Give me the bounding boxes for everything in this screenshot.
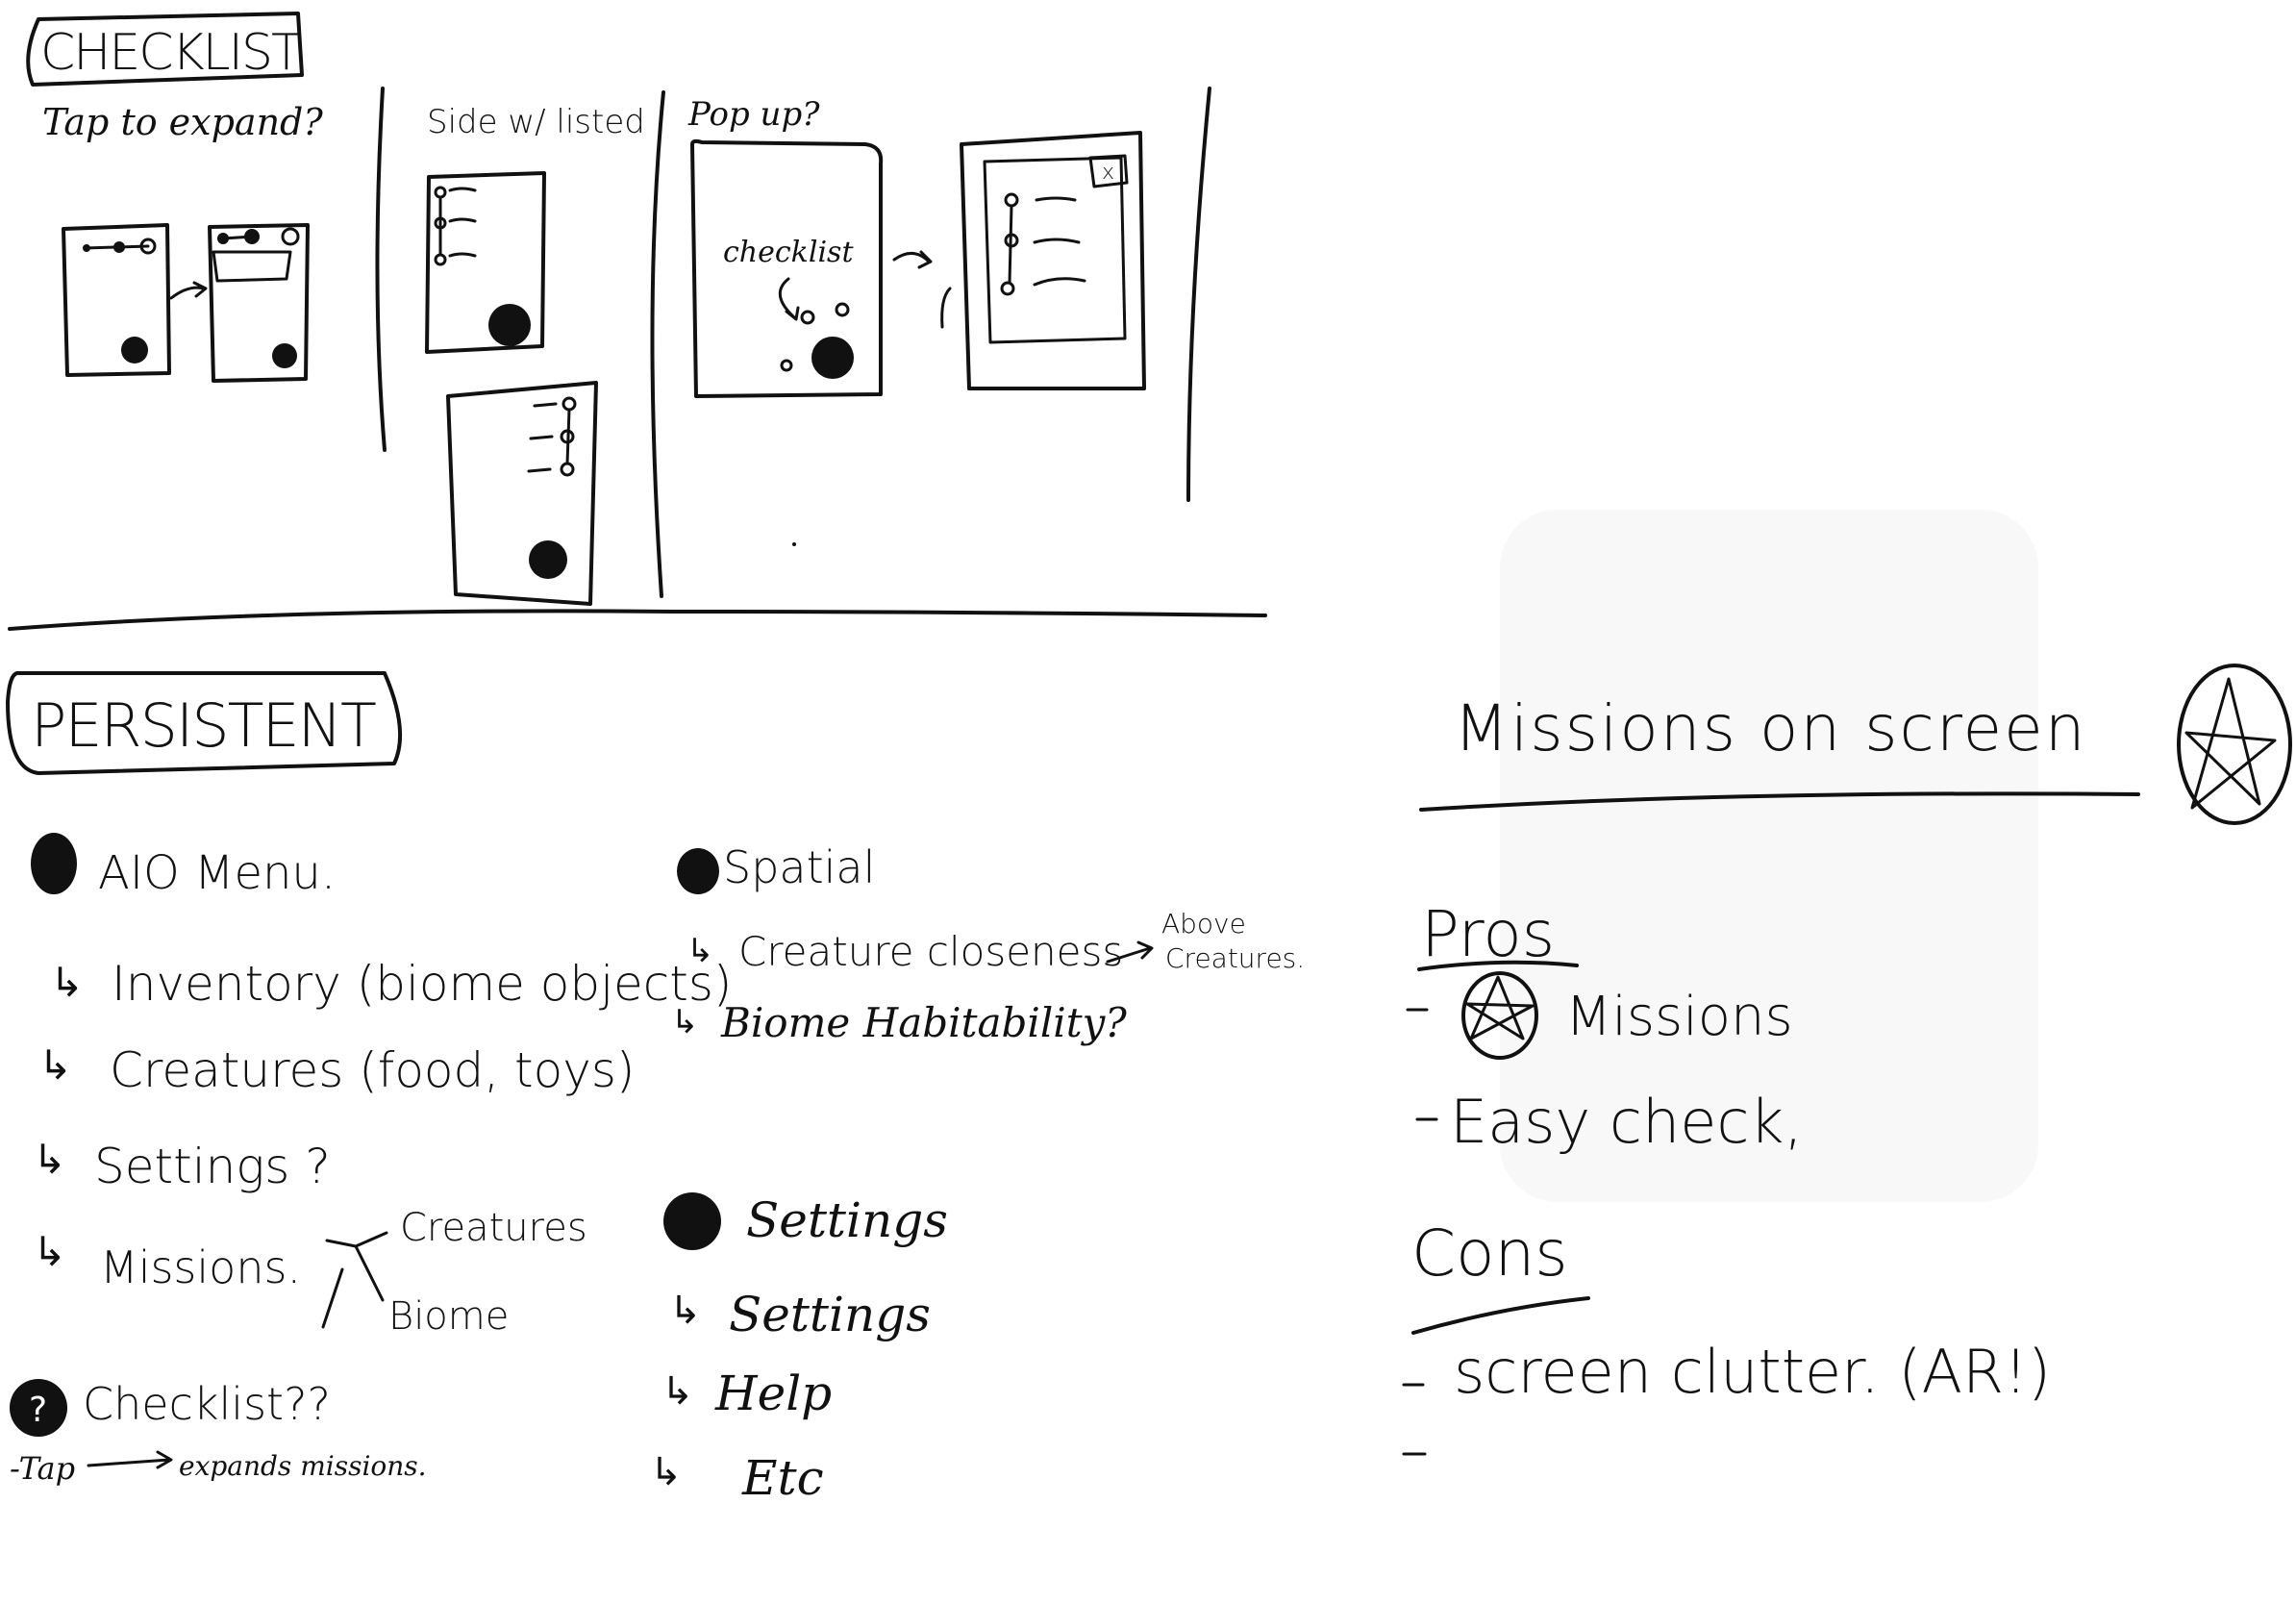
question-mark: ? <box>29 1391 47 1430</box>
tap-note-rest: expands missions. <box>179 1450 427 1482</box>
pros-item-missions: Missions <box>1565 986 1793 1048</box>
arrow-glyph: ↳ <box>686 932 714 970</box>
arrow-glyph: ↳ <box>669 1289 702 1333</box>
pros-label: Pros <box>1421 897 1555 971</box>
missions-branch-biome: Biome <box>388 1294 509 1339</box>
phone-sketch-side-list-right <box>448 383 596 604</box>
checklist-small-label: checklist <box>723 236 854 269</box>
arrow-glyph: ↳ <box>671 1003 699 1041</box>
tap-arrow <box>88 1452 171 1467</box>
above-creatures-line2: Creatures. <box>1165 942 1305 974</box>
phone-sketch-collapsed <box>63 225 169 375</box>
arrow-glyph: ↳ <box>33 1136 66 1183</box>
persistent-title: PERSISTENT <box>31 690 376 761</box>
missions-branch-creatures: Creatures <box>400 1206 587 1250</box>
star-mission-icon <box>2179 665 2290 823</box>
aio-item-missions: Missions. <box>100 1241 301 1293</box>
aio-menu-label: AIO Menu. <box>98 846 336 900</box>
cons-item-clutter: screen clutter. (AR!) <box>1454 1337 2051 1407</box>
missions-branch-lines <box>323 1233 387 1327</box>
missions-on-screen-title: Missions on screen <box>1454 691 2087 765</box>
phone-sketch-side-list <box>427 173 544 352</box>
arrow-glyph: ↳ <box>661 1369 694 1414</box>
phone-sketch-expanded <box>210 225 308 381</box>
column-divider-3 <box>1188 88 1210 500</box>
settings-item-etc: Etc <box>741 1450 824 1506</box>
phone-sketch-popup: checklist <box>692 141 881 396</box>
cons-underline <box>1413 1298 1588 1333</box>
checklist-section: CHECKLIST Tap to expand? Side w/ listed <box>28 13 1210 604</box>
above-creatures-line1: Above <box>1161 908 1246 940</box>
aio-item-inventory: Inventory (biome objects) <box>112 956 732 1012</box>
settings-item-settings: Settings <box>729 1287 931 1342</box>
checklist-title: CHECKLIST <box>40 24 301 82</box>
stray-dot <box>792 542 796 546</box>
tap-note-start: -Tap <box>10 1450 75 1487</box>
phone-sketch-popup-open: x <box>961 133 1144 388</box>
expand-arrow <box>171 283 206 298</box>
aio-item-settings: Settings ? <box>94 1139 331 1194</box>
settings-group-label: Settings <box>746 1192 948 1248</box>
pros-item-easy-check: Easy check, <box>1450 1087 1803 1157</box>
section-divider <box>10 611 1265 629</box>
column-divider-2 <box>652 92 663 596</box>
settings-item-help: Help <box>714 1366 832 1421</box>
close-mark: x <box>1102 161 1114 185</box>
spatial-bullet <box>677 848 719 894</box>
spatial-item-closeness: Creature closeness <box>738 928 1123 975</box>
spatial-label: Spatial <box>723 841 875 893</box>
column-divider-1 <box>377 88 385 450</box>
side-listed-label: Side w/ listed <box>427 103 645 141</box>
settings-bullet <box>663 1192 721 1250</box>
arrow-glyph: ↳ <box>33 1228 66 1275</box>
cons-label: Cons <box>1411 1216 1568 1291</box>
aio-item-creatures: Creatures (food, toys) <box>110 1042 635 1098</box>
arrow-glyph: ↳ <box>650 1450 683 1494</box>
popup-arrow <box>894 252 931 267</box>
arrow-glyph: ↳ <box>38 1041 72 1089</box>
tap-to-expand-label: Tap to expand? <box>42 101 323 143</box>
spatial-item-habitability: Biome Habitability? <box>720 999 1127 1046</box>
arrow-glyph: ↳ <box>50 959 84 1006</box>
persistent-section: PERSISTENT AIO Menu. ↳ Inventory (biome … <box>8 673 1305 1506</box>
checklist-question-label: Checklist?? <box>83 1378 331 1430</box>
aio-bullet <box>31 833 77 894</box>
pop-up-label: Pop up? <box>687 95 820 134</box>
